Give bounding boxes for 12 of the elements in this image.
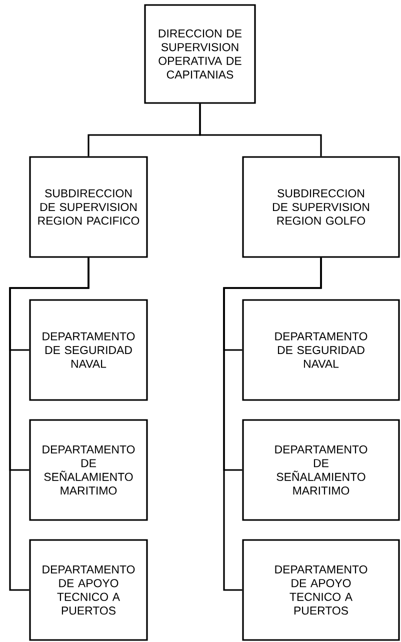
department-box: DEPARTAMENTO DE SEÑALAMIENTO MARITIMO [29,419,148,521]
connector-line [223,258,322,591]
department-box: DEPARTAMENTO DE APOYO TECNICO A PUERTOS [242,539,400,641]
department-box: DEPARTAMENTO DE SEÑALAMIENTO MARITIMO [242,419,400,521]
subdirector-box: SUBDIRECCION DE SUPERVISION REGION PACIFICO [29,156,148,258]
subdirector-box: SUBDIRECCION DE SUPERVISION REGION GOLFO [242,156,400,258]
department-box: DEPARTAMENTO DE SEGURIDAD NAVAL [29,299,148,401]
connector-line [199,104,322,156]
department-box: DEPARTAMENTO DE SEGURIDAD NAVAL [242,299,400,401]
connector-line [9,258,90,591]
director-box: DIRECCION DE SUPERVISION OPERATIVA DE CAPITANIAS [144,4,256,104]
department-box: DEPARTAMENTO DE APOYO TECNICO A PUERTOS [29,539,148,641]
